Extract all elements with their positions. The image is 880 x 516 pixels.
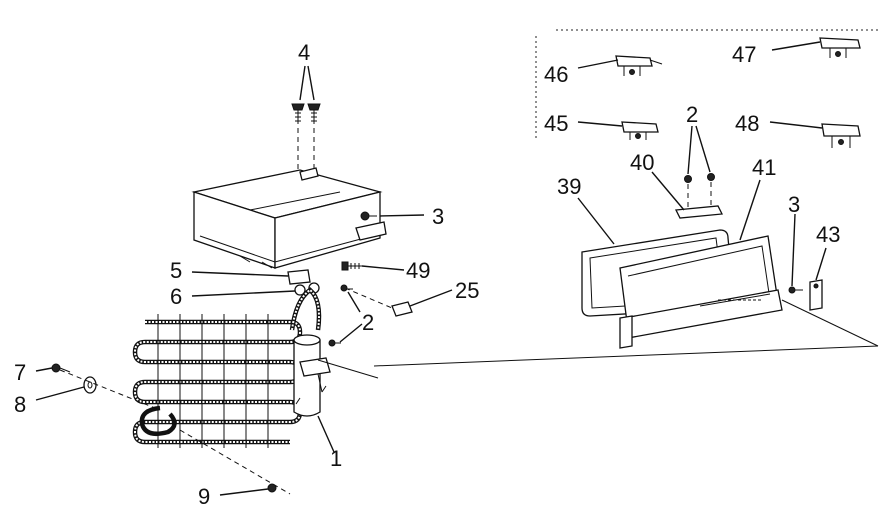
leader-43	[815, 247, 827, 281]
leader-46	[577, 59, 619, 69]
callout-47: 47	[732, 42, 756, 67]
leader-2-right-b	[695, 125, 711, 173]
screw-part-49	[341, 261, 362, 271]
callout-6: 6	[170, 284, 182, 309]
separator-line-bottom	[373, 345, 879, 367]
leader-7	[35, 367, 53, 372]
leader-47	[771, 41, 821, 51]
leader-8	[35, 386, 85, 401]
bracket-part-47	[819, 37, 861, 58]
screw-part-2-lower	[328, 339, 341, 347]
leader-48	[769, 121, 823, 129]
leader-39	[577, 197, 615, 245]
screw-part-3-right	[788, 286, 803, 294]
hinge-part-43	[809, 279, 823, 311]
callout-8: 8	[14, 392, 26, 417]
callout-49: 49	[406, 258, 430, 283]
callout-39: 39	[557, 174, 581, 199]
callout-25: 25	[455, 278, 479, 303]
leader-5	[191, 271, 289, 277]
leader-49	[361, 265, 405, 271]
assembly-line-left	[59, 369, 291, 495]
evaporator-coil	[132, 287, 322, 448]
part-5	[287, 269, 311, 285]
plate-part-40	[674, 205, 724, 219]
connector-line	[317, 359, 379, 379]
bracket-part-48	[821, 123, 861, 148]
screw-part-4-left	[291, 103, 305, 124]
callout-43: 43	[816, 222, 840, 247]
nut-part-9	[267, 483, 277, 493]
callout-41: 41	[752, 155, 776, 180]
screw-part-2-upper	[340, 284, 353, 292]
screw-part-3	[360, 211, 377, 221]
callout-3: 3	[432, 204, 444, 229]
callout-40: 40	[630, 150, 654, 175]
leader-40	[651, 171, 685, 211]
leader-45	[577, 121, 623, 127]
callout-2-right: 2	[686, 102, 698, 127]
leader-2-lower	[339, 323, 363, 343]
leader-4a	[299, 65, 306, 101]
callout-1: 1	[330, 446, 342, 471]
leader-4b	[307, 65, 315, 101]
leader-2-upper	[347, 291, 361, 313]
callout-2: 2	[362, 310, 374, 335]
assembly-line-2-right	[687, 182, 712, 208]
leader-25	[409, 289, 453, 307]
callout-48: 48	[735, 111, 759, 136]
callout-3-right: 3	[788, 192, 800, 217]
hinge-line	[781, 299, 879, 347]
evaporator-cover	[191, 167, 387, 269]
screw-part-2-right-b	[707, 173, 715, 181]
bracket-part-46	[615, 55, 663, 76]
door-part-41	[619, 235, 783, 349]
bracket-part-45	[621, 121, 659, 140]
leader-3	[379, 214, 425, 217]
callout-46: 46	[544, 62, 568, 87]
screw-part-2-right-a	[684, 175, 692, 183]
leader-9	[219, 488, 269, 496]
leader-1	[317, 415, 335, 453]
callout-7: 7	[14, 360, 26, 385]
screw-part-7	[51, 363, 71, 373]
leader-6	[191, 290, 296, 297]
leader-2-right-a	[687, 125, 693, 175]
callout-5: 5	[170, 258, 182, 283]
callout-45: 45	[544, 111, 568, 136]
callout-4: 4	[298, 40, 310, 65]
part-25-clip	[391, 301, 413, 317]
screw-part-4-right	[307, 103, 321, 124]
leader-41	[739, 179, 761, 241]
cylinder-part-1	[293, 334, 331, 417]
leader-3-right	[791, 213, 796, 287]
washer-part-8	[83, 376, 97, 394]
callout-9: 9	[198, 484, 210, 509]
